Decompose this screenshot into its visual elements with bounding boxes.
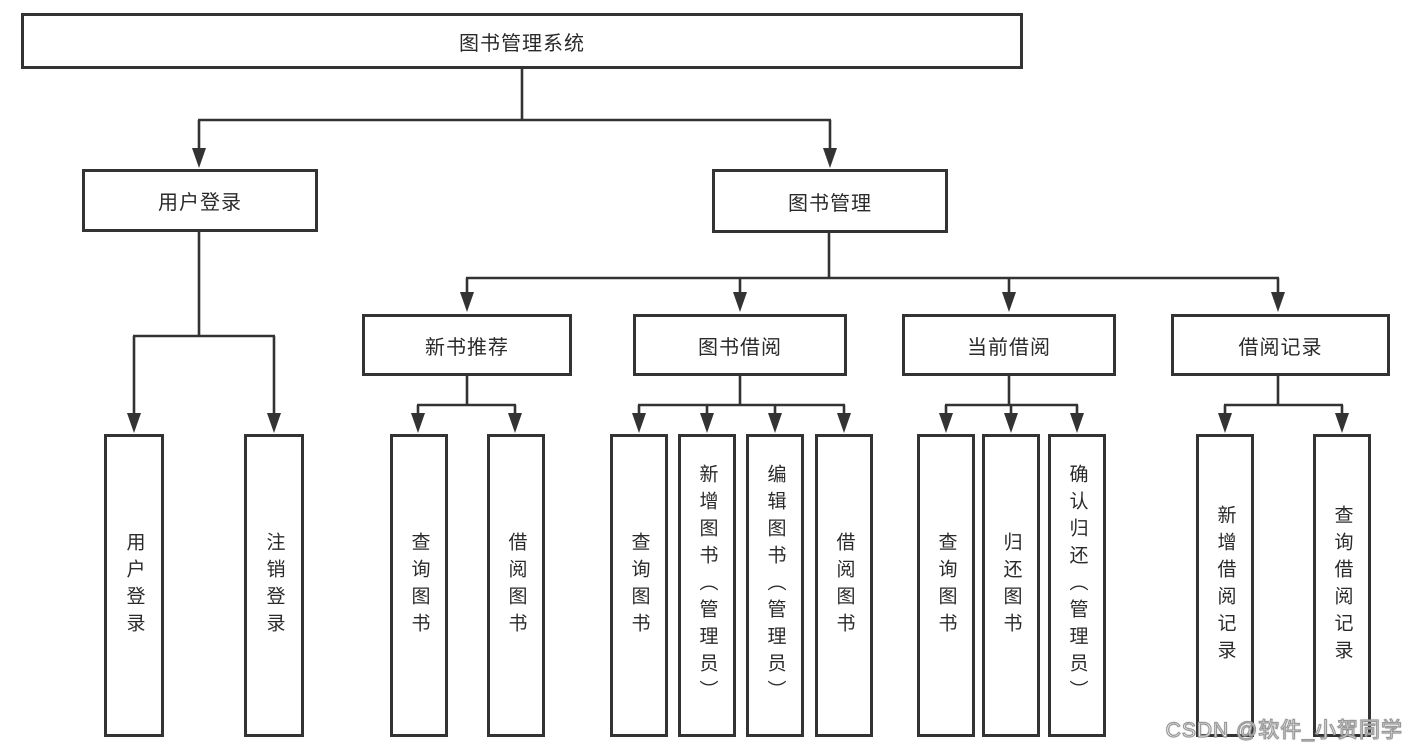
node-label: 用户登录 <box>158 192 242 214</box>
node-leaf-add-borrow-record: 新增借阅记录 <box>1196 434 1254 737</box>
node-current-borrowing: 当前借阅 <box>902 314 1116 376</box>
node-leaf-query-books-2: 查询图书 <box>610 434 668 737</box>
node-new-book-recommend: 新书推荐 <box>362 314 572 376</box>
node-leaf-query-books-3: 查询图书 <box>917 434 975 737</box>
node-label: 注销登录 <box>263 531 285 640</box>
node-leaf-query-borrow-record: 查询借阅记录 <box>1313 434 1371 737</box>
node-label: 新增图书（管理员） <box>696 464 718 707</box>
node-label: 借阅图书 <box>505 531 527 640</box>
node-label: 新增借阅记录 <box>1214 504 1236 667</box>
node-leaf-query-books-1: 查询图书 <box>390 434 448 737</box>
node-borrowing-records: 借阅记录 <box>1171 314 1390 376</box>
arrowheads <box>127 148 1349 433</box>
node-leaf-borrow-books-1: 借阅图书 <box>487 434 545 737</box>
node-root-library-management-system: 图书管理系统 <box>21 13 1023 69</box>
node-label: 查询图书 <box>935 531 957 640</box>
connector-lines <box>132 66 1344 418</box>
node-label: 查询借阅记录 <box>1331 504 1353 667</box>
csdn-watermark: CSDN @软件_小贺同学 <box>1165 718 1403 742</box>
node-label: 查询图书 <box>628 531 650 640</box>
node-book-management: 图书管理 <box>712 169 948 233</box>
node-label: 新书推荐 <box>425 336 509 359</box>
node-label: 编辑图书（管理员） <box>764 464 786 707</box>
node-leaf-user-login: 用户登录 <box>104 434 164 737</box>
node-label: 借阅记录 <box>1238 336 1323 359</box>
node-book-borrowing: 图书借阅 <box>633 314 847 376</box>
node-label: 确认归还（管理员） <box>1066 464 1088 707</box>
node-label: 图书借阅 <box>698 336 782 359</box>
node-label: 用户登录 <box>123 531 145 640</box>
node-user-login: 用户登录 <box>82 169 318 232</box>
node-label: 图书管理 <box>788 192 872 215</box>
node-leaf-add-books-admin: 新增图书（管理员） <box>678 434 736 737</box>
node-leaf-edit-books-admin: 编辑图书（管理员） <box>746 434 804 737</box>
node-label: 借阅图书 <box>833 531 855 640</box>
node-label: 图书管理系统 <box>459 32 585 55</box>
node-label: 查询图书 <box>408 531 430 640</box>
node-leaf-borrow-books-2: 借阅图书 <box>815 434 873 737</box>
node-leaf-logout: 注销登录 <box>244 434 304 737</box>
node-label: 当前借阅 <box>967 336 1051 359</box>
node-leaf-confirm-return-admin: 确认归还（管理员） <box>1048 434 1106 737</box>
node-leaf-return-books: 归还图书 <box>982 434 1040 737</box>
node-label: 归还图书 <box>1000 531 1022 640</box>
